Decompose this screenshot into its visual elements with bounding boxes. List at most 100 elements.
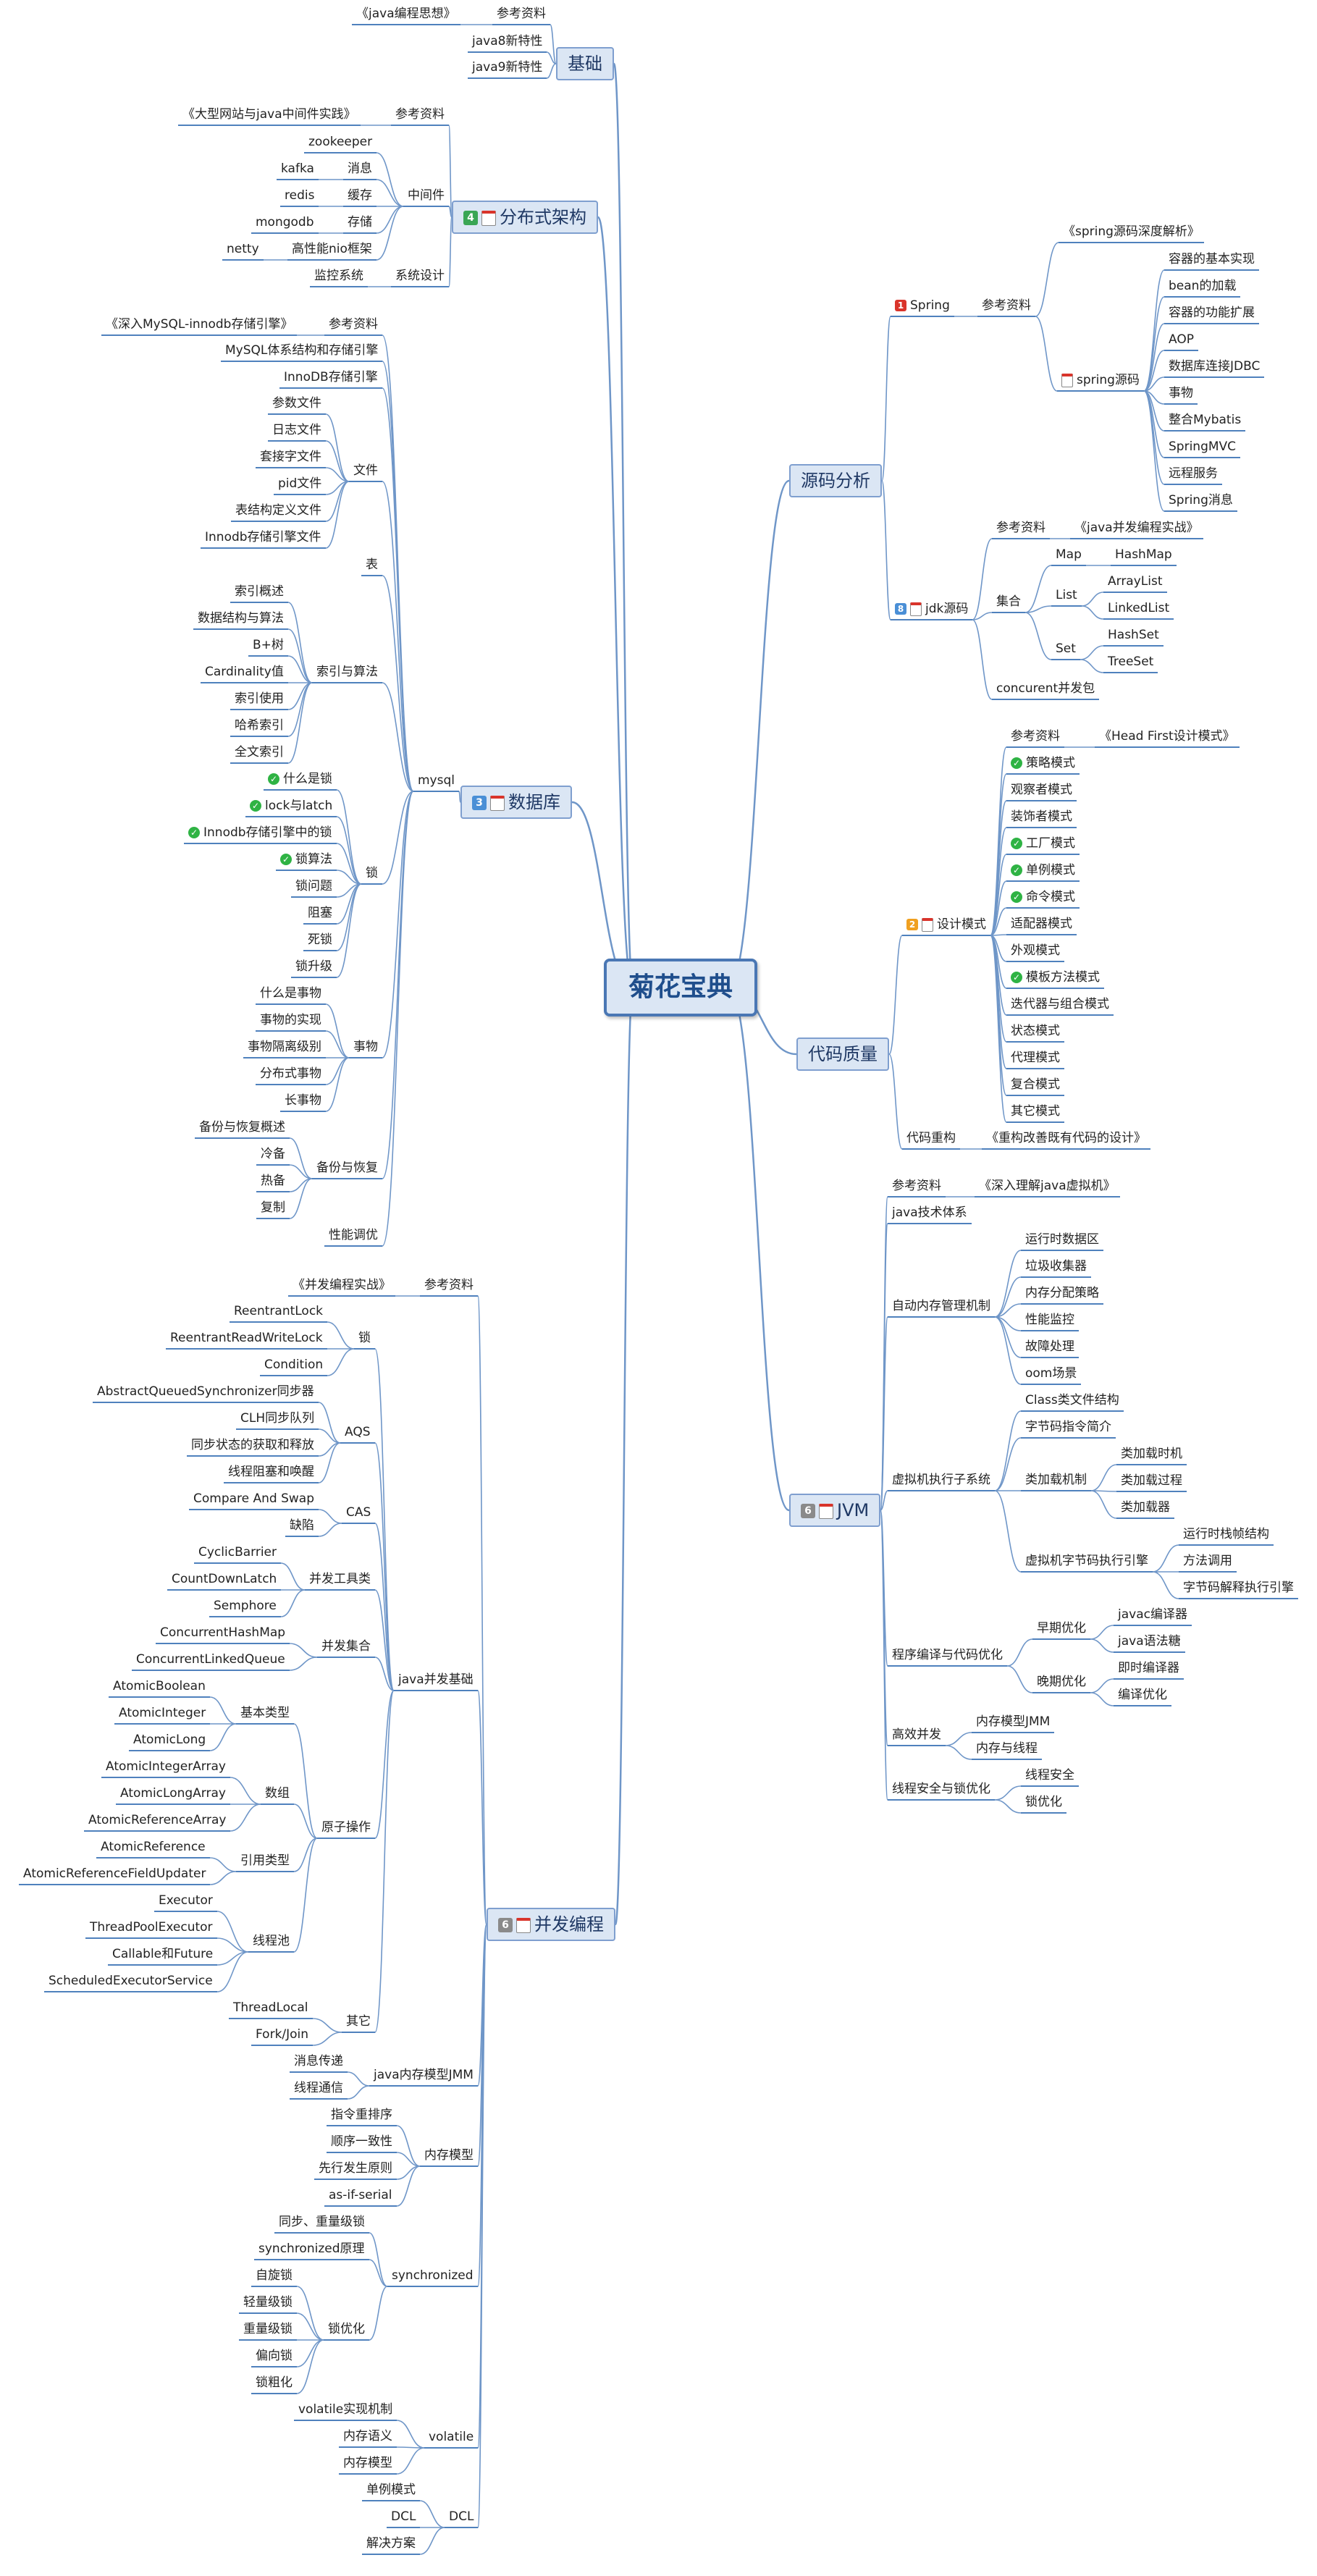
topic-node[interactable]: 晚期优化 <box>1032 1674 1090 1693</box>
topic-node[interactable]: 系统设计 <box>391 268 449 287</box>
topic-node[interactable]: 参考资料 <box>1006 728 1064 748</box>
topic-node[interactable]: 缓存 <box>343 188 376 207</box>
topic-node[interactable]: CyclicBarrier <box>194 1544 282 1564</box>
topic-node[interactable]: 消息传递 <box>290 2053 348 2073</box>
topic-node[interactable]: 线程阻塞和唤醒 <box>224 1464 319 1483</box>
topic-node[interactable]: Fork/Join <box>251 2026 314 2046</box>
topic-node[interactable]: 类加载时机 <box>1116 1446 1187 1465</box>
topic-node[interactable]: Set <box>1051 641 1080 660</box>
topic-node[interactable]: java语法糖 <box>1114 1633 1185 1653</box>
topic-node[interactable]: 高性能nio框架 <box>287 241 376 261</box>
topic-node[interactable]: ✓模板方法模式 <box>1006 969 1104 989</box>
topic-node[interactable]: ✓什么是锁 <box>264 771 337 791</box>
topic-node[interactable]: AbstractQueuedSynchronizer同步器 <box>93 1384 319 1403</box>
topic-node[interactable]: 存储 <box>343 214 376 234</box>
topic-node[interactable]: CLH同步队列 <box>236 1410 319 1430</box>
topic-node[interactable]: 数组 <box>261 1785 294 1805</box>
topic-node[interactable]: 高效并发 <box>888 1727 946 1746</box>
topic-node[interactable]: 线程安全与锁优化 <box>888 1781 995 1801</box>
topic-node[interactable]: 套接字文件 <box>256 449 326 468</box>
topic-node[interactable]: 热备 <box>256 1173 290 1192</box>
topic-node[interactable]: 解决方案 <box>362 2535 420 2555</box>
topic-node[interactable]: 内存语义 <box>339 2428 397 2448</box>
topic-node[interactable]: 事物的实现 <box>256 1012 326 1032</box>
topic-node[interactable]: 自旋锁 <box>251 2268 297 2287</box>
topic-node[interactable]: 指令重排序 <box>327 2107 397 2126</box>
topic-node[interactable]: 索引概述 <box>230 584 288 603</box>
topic-node[interactable]: volatile <box>424 2429 479 2449</box>
topic-node[interactable]: 文件 <box>349 463 382 482</box>
topic-node[interactable]: spring源码 <box>1057 372 1144 392</box>
topic-node[interactable]: 参数文件 <box>268 395 326 415</box>
topic-node[interactable]: javac编译器 <box>1114 1607 1192 1626</box>
topic-node[interactable]: 数据结构与算法 <box>193 610 288 630</box>
topic-node[interactable]: 《深入MySQL-innodb存储引擎》 <box>101 316 298 336</box>
topic-node[interactable]: 顺序一致性 <box>327 2134 397 2153</box>
topic-node[interactable]: Cardinality值 <box>201 664 288 683</box>
main-topic[interactable]: 源码分析 <box>789 464 882 497</box>
topic-node[interactable]: 参考资料 <box>391 106 449 126</box>
topic-node[interactable]: Spring消息 <box>1164 492 1237 512</box>
topic-node[interactable]: ArrayList <box>1103 573 1167 593</box>
topic-node[interactable]: ThreadPoolExecutor <box>85 1919 217 1939</box>
topic-node[interactable]: java内存模型JMM <box>369 2067 478 2087</box>
topic-node[interactable]: concurent并发包 <box>992 681 1100 700</box>
topic-node[interactable]: AtomicReferenceFieldUpdater <box>19 1866 211 1885</box>
topic-node[interactable]: 《重构改善既有代码的设计》 <box>982 1130 1150 1150</box>
topic-node[interactable]: ThreadLocal <box>229 2000 313 2019</box>
topic-node[interactable]: AtomicInteger <box>114 1705 211 1725</box>
topic-node[interactable]: 事物 <box>1164 385 1198 405</box>
topic-node[interactable]: 故障处理 <box>1021 1339 1079 1358</box>
root-topic[interactable]: 菊花宝典 <box>604 959 758 1016</box>
topic-node[interactable]: 线程安全 <box>1021 1767 1079 1787</box>
topic-node[interactable]: 复合模式 <box>1006 1077 1064 1096</box>
topic-node[interactable]: SpringMVC <box>1164 439 1241 458</box>
topic-node[interactable]: 线程通信 <box>290 2080 348 2100</box>
topic-node[interactable]: volatile实现机制 <box>294 2402 397 2421</box>
topic-node[interactable]: 状态模式 <box>1006 1023 1064 1043</box>
topic-node[interactable]: java并发基础 <box>394 1672 478 1691</box>
topic-node[interactable]: Innodb存储引擎文件 <box>201 529 326 549</box>
topic-node[interactable]: 《spring源码深度解析》 <box>1059 224 1204 243</box>
topic-node[interactable]: 程序编译与代码优化 <box>888 1647 1007 1667</box>
topic-node[interactable]: 其它 <box>342 2013 375 2033</box>
topic-node[interactable]: java技术体系 <box>888 1205 972 1224</box>
topic-node[interactable]: 偏向锁 <box>251 2348 297 2367</box>
topic-node[interactable]: 并发集合 <box>317 1638 375 1658</box>
topic-node[interactable]: 运行时数据区 <box>1021 1232 1103 1251</box>
topic-node[interactable]: 类加载过程 <box>1116 1473 1187 1492</box>
topic-node[interactable]: List <box>1051 587 1082 607</box>
topic-node[interactable]: 锁问题 <box>291 878 337 898</box>
topic-node[interactable]: 参考资料 <box>420 1277 478 1297</box>
topic-node[interactable]: java8新特性 <box>468 33 547 53</box>
topic-node[interactable]: 虚拟机字节码执行引擎 <box>1021 1553 1153 1573</box>
topic-node[interactable]: 《大型网站与java中间件实践》 <box>178 106 361 126</box>
topic-node[interactable]: 装饰者模式 <box>1006 809 1077 828</box>
topic-node[interactable]: ReentrantLock <box>230 1303 328 1323</box>
topic-node[interactable]: 代码重构 <box>902 1130 960 1150</box>
topic-node[interactable]: 先行发生原则 <box>314 2160 397 2180</box>
topic-node[interactable]: 锁升级 <box>291 959 337 978</box>
topic-node[interactable]: 编译优化 <box>1114 1687 1171 1706</box>
topic-node[interactable]: LinkedList <box>1103 600 1174 620</box>
topic-node[interactable]: DCL <box>445 2509 479 2528</box>
topic-node[interactable]: 参考资料 <box>324 316 382 336</box>
topic-node[interactable]: AtomicReferenceArray <box>84 1812 231 1832</box>
topic-node[interactable]: 引用类型 <box>236 1853 294 1872</box>
topic-node[interactable]: 锁优化 <box>324 2321 369 2341</box>
topic-node[interactable]: 备份与恢复 <box>312 1160 382 1179</box>
topic-node[interactable]: Executor <box>154 1893 217 1912</box>
topic-node[interactable]: 《深入理解java虚拟机》 <box>975 1178 1120 1197</box>
topic-node[interactable]: ✓锁算法 <box>276 851 337 871</box>
topic-node[interactable]: HashMap <box>1111 547 1177 566</box>
topic-node[interactable]: oom场景 <box>1021 1365 1082 1385</box>
topic-node[interactable]: 监控系统 <box>310 268 368 287</box>
topic-node[interactable]: 容器的功能扩展 <box>1164 305 1259 324</box>
topic-node[interactable]: 运行时栈帧结构 <box>1179 1526 1274 1546</box>
topic-node[interactable]: 即时编译器 <box>1114 1660 1184 1680</box>
topic-node[interactable]: 性能监控 <box>1021 1312 1079 1331</box>
topic-node[interactable]: 适配器模式 <box>1006 916 1077 935</box>
